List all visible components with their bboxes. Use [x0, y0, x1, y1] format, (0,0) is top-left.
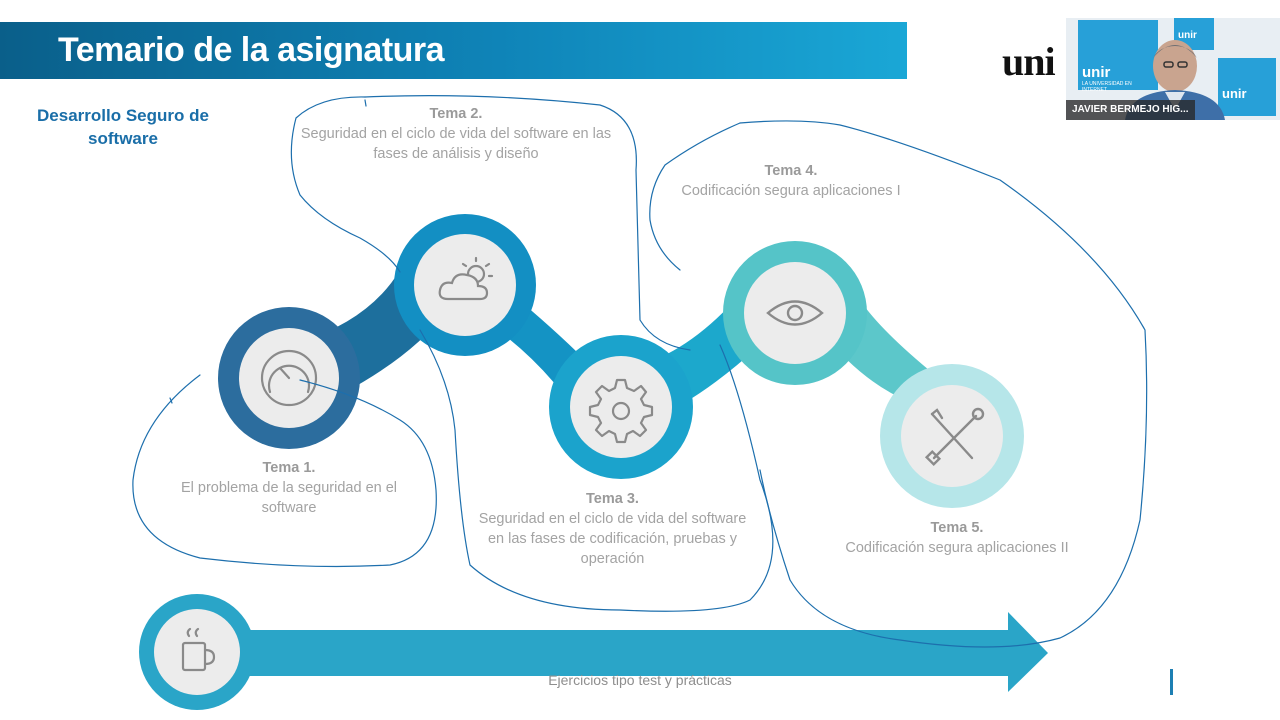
topic-4-description: Codificación segura aplicaciones I: [681, 183, 901, 199]
topic-1-text: Tema 1. El problema de la seguridad en e…: [158, 458, 420, 518]
subject-line-1: Desarrollo Seguro de: [37, 106, 209, 125]
topic-2-title: Tema 2.: [429, 106, 483, 122]
node-tema-4: [723, 241, 867, 385]
slide-marker: [1170, 669, 1173, 695]
video-call-thumbnail[interactable]: unir LA UNIVERSIDAD EN INTERNET unir uni…: [1066, 18, 1280, 120]
topic-4-title: Tema 4.: [764, 163, 818, 179]
gear-icon: [588, 378, 654, 444]
sun-cloud-icon: [438, 256, 494, 301]
hand-drawn-annotations: [132, 95, 1148, 648]
subject-line-2: software: [88, 129, 158, 148]
practice-label: Ejercicios tipo test y prácticas: [548, 672, 732, 688]
unir-banner-small-label: unir: [1178, 30, 1197, 41]
topic-5-title: Tema 5.: [930, 520, 984, 536]
title-bar: Temario de la asignatura: [0, 22, 907, 79]
unir-banner-right: unir: [1218, 58, 1276, 116]
eye-icon: [766, 300, 824, 326]
coffee-cup-icon: [181, 627, 216, 672]
topic-2-description: Seguridad en el ciclo de vida del softwa…: [300, 126, 612, 162]
practice-arrow: [139, 594, 1048, 710]
subject-title: Desarrollo Seguro de software: [28, 104, 218, 150]
unir-banner-tagline: LA UNIVERSIDAD EN INTERNET: [1082, 81, 1132, 93]
tools-icon: [924, 407, 985, 467]
topic-3-description: Seguridad en el ciclo de vida del softwa…: [478, 511, 747, 567]
topic-4-text: Tema 4. Codificación segura aplicaciones…: [655, 161, 927, 201]
participant-name: JAVIER BERMEJO HIG...: [1066, 100, 1195, 120]
topic-3-text: Tema 3. Seguridad en el ciclo de vida de…: [470, 489, 755, 569]
node-tema-3: [549, 335, 693, 479]
unir-logo: uni: [1002, 39, 1056, 84]
topic-3-title: Tema 3.: [586, 491, 639, 507]
topic-5-description: Codificación segura aplicaciones II: [845, 540, 1069, 556]
unir-banner-right-label: unir: [1222, 86, 1247, 101]
topic-1-description: El problema de la seguridad en el softwa…: [180, 480, 398, 516]
topic-5-text: Tema 5. Codificación segura aplicaciones…: [816, 518, 1098, 558]
unir-banner: unir LA UNIVERSIDAD EN INTERNET: [1078, 20, 1158, 93]
topic-2-text: Tema 2. Seguridad en el ciclo de vida de…: [300, 104, 612, 164]
topic-1-title: Tema 1.: [262, 460, 316, 476]
unir-banner-label: unir: [1082, 64, 1111, 81]
slide-title: Temario de la asignatura: [58, 31, 445, 69]
